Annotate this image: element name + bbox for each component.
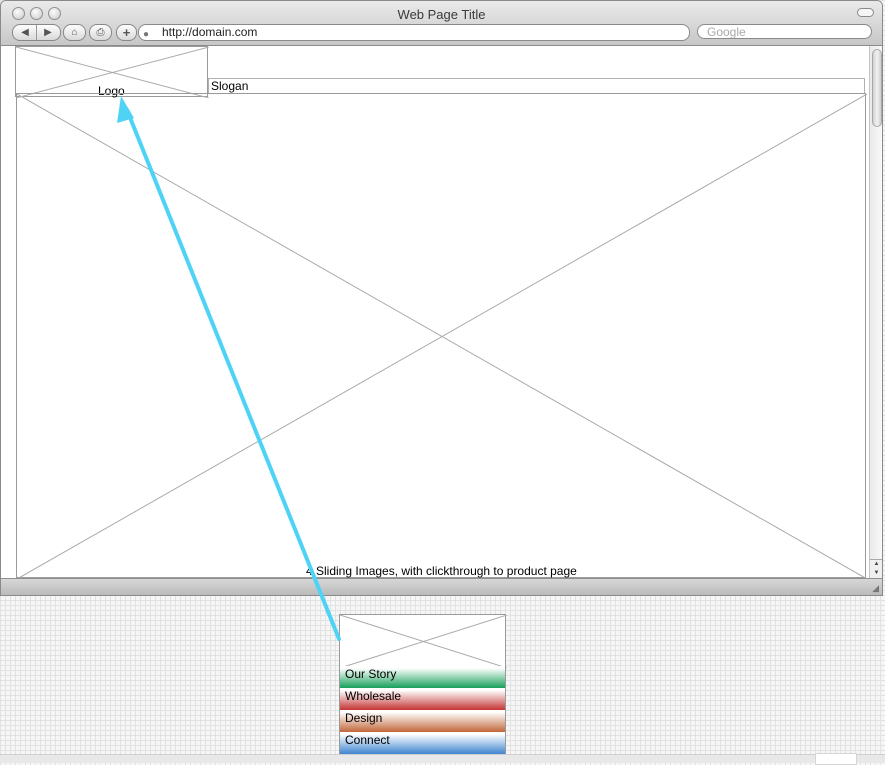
nav-wholesale-button[interactable]: Wholesale bbox=[339, 688, 506, 710]
slogan-label: Slogan bbox=[211, 79, 249, 93]
image-placeholder-icon bbox=[16, 47, 209, 98]
logo-label: Logo bbox=[98, 84, 125, 98]
back-forward-buttons: ◀▶ bbox=[12, 24, 61, 41]
slogan-box: Slogan bbox=[208, 78, 865, 94]
logo-placeholder[interactable]: Logo bbox=[15, 46, 209, 98]
print-icon[interactable]: ⎙ bbox=[89, 24, 112, 41]
zoom-window-icon[interactable] bbox=[48, 7, 61, 20]
add-bookmark-icon[interactable]: + bbox=[116, 24, 137, 41]
toolbar-toggle-button[interactable] bbox=[857, 8, 874, 17]
image-slider-placeholder[interactable]: 4 Sliding Images, with clickthrough to p… bbox=[16, 93, 867, 579]
close-window-icon[interactable] bbox=[12, 7, 25, 20]
scrollbar-thumb[interactable] bbox=[872, 49, 882, 127]
slider-caption: 4 Sliding Images, with clickthrough to p… bbox=[306, 564, 577, 578]
site-globe-icon: ● bbox=[143, 29, 150, 40]
nav-our-story-button[interactable]: Our Story bbox=[339, 666, 506, 688]
address-url: http://domain.com bbox=[162, 25, 258, 39]
bottom-tab bbox=[815, 753, 857, 765]
vertical-scrollbar[interactable]: ▲▼ bbox=[869, 46, 882, 578]
nav-connect-button[interactable]: Connect bbox=[339, 732, 506, 754]
scroll-arrows-icon[interactable]: ▲▼ bbox=[870, 559, 882, 578]
nav-image-placeholder-icon bbox=[340, 615, 507, 668]
nav-image-placeholder[interactable] bbox=[339, 614, 507, 668]
search-field[interactable]: Google bbox=[697, 24, 872, 39]
slider-placeholder-icon bbox=[17, 94, 867, 579]
page-content: Logo Slogan 4 Sliding Images, with click… bbox=[1, 46, 869, 579]
title-bar: Web Page Title ◀▶ ⌂ ⎙ + ● http://domain.… bbox=[1, 1, 882, 46]
window-controls bbox=[12, 7, 61, 20]
back-arrow-icon[interactable]: ◀ bbox=[21, 27, 29, 38]
browser-window: Web Page Title ◀▶ ⌂ ⎙ + ● http://domain.… bbox=[0, 0, 883, 596]
forward-arrow-icon[interactable]: ▶ bbox=[36, 25, 59, 40]
resize-grip-icon[interactable]: ◢ bbox=[872, 583, 879, 593]
window-title: Web Page Title bbox=[397, 7, 486, 22]
nav-design-button[interactable]: Design bbox=[339, 710, 506, 732]
home-icon[interactable]: ⌂ bbox=[63, 24, 86, 41]
address-bar[interactable]: ● http://domain.com bbox=[138, 24, 690, 41]
status-bar: ◢ bbox=[1, 578, 882, 595]
minimize-window-icon[interactable] bbox=[30, 7, 43, 20]
